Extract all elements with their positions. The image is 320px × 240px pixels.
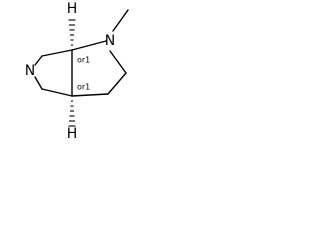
stereo-label-top: or1 <box>77 56 90 65</box>
bond-c3a-c4 <box>41 88 73 97</box>
bond-nme-c2 <box>109 50 127 74</box>
bond-c3-c3a <box>71 93 109 97</box>
stereo-label-bottom: or1 <box>77 83 90 92</box>
atom-label-n-ring: N <box>25 63 35 79</box>
bond-nh-c6 <box>34 55 43 66</box>
bond-c2-c3 <box>107 72 127 95</box>
atom-label-h-bottom: H <box>67 126 78 142</box>
bond-c4-nh <box>34 76 43 90</box>
atom-label-n-methyl: N <box>105 33 115 49</box>
bond-n-methyl <box>112 9 129 32</box>
hash-bond-top <box>68 19 76 46</box>
bonds <box>34 9 129 97</box>
hash-bond-bottom <box>68 100 76 127</box>
bond-c6-c6a <box>41 49 73 57</box>
atom-label-h-top: H <box>67 1 78 17</box>
molecule-structure: H N N H or1 or1 <box>25 1 129 142</box>
bond-c6a-nme <box>71 40 107 51</box>
